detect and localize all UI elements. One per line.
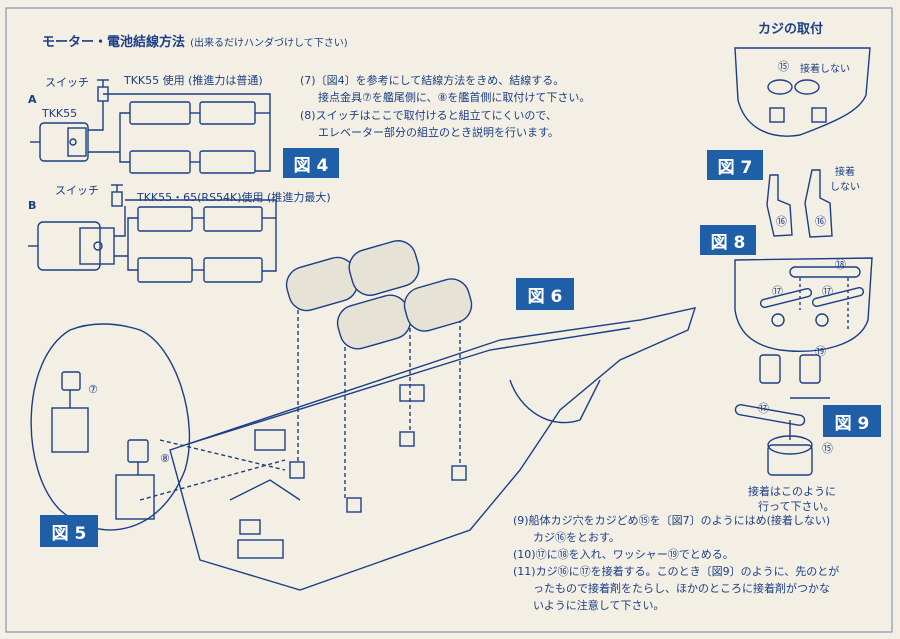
fig8-rudders: [766, 169, 833, 238]
part-16-marker-b: ⑯: [815, 215, 826, 228]
switch-b: [111, 191, 123, 207]
motor-b: [37, 221, 101, 271]
wiring-b-switch-label: スイッチ: [55, 184, 99, 197]
glue-note-line2: 行って下さい。: [758, 500, 835, 513]
part-15-marker-fig7: ⑮: [778, 60, 789, 73]
part-17-marker-fig9: ⑰: [758, 402, 769, 415]
page-border: [5, 7, 893, 633]
instruction-7-line1: (7)〔図4〕を参考にして結線方法をきめ、結線する。: [300, 74, 565, 87]
fig8-label: 図 8: [700, 225, 756, 255]
rudder-linkage-assembly: [734, 257, 873, 384]
fig9-detail: [734, 397, 830, 476]
section-title-note: (出来るだけハンダづけして下さい): [190, 38, 348, 49]
wiring-a-letter: A: [28, 93, 37, 106]
fig5-label: 図 5: [40, 515, 98, 547]
part-8-marker: ⑧: [160, 452, 170, 465]
wiring-a-switch-label: スイッチ: [45, 76, 89, 89]
wiring-a-motor-label: TKK55: [42, 107, 78, 120]
contact-7: [61, 371, 81, 391]
fig5-inset: [30, 323, 286, 531]
part-7-marker: ⑦: [88, 383, 98, 396]
wiring-a-usage: TKK55 使用 (推進力は普通): [124, 74, 263, 87]
fig4-label: 図 4: [283, 148, 339, 178]
fig6-batteries: [285, 240, 473, 350]
wiring-diagram-a: [30, 79, 271, 174]
instruction-11-line1: (11)カジ⑯に⑰を接着する。このとき〔図9〕のように、先のとが: [513, 565, 840, 578]
part-15-marker-fig9: ⑮: [822, 442, 833, 455]
instruction-8-line2: エレベーター部分の組立のとき説明を行います。: [318, 126, 559, 139]
contact-7-box: [51, 407, 89, 453]
contact-8-box: [115, 474, 155, 520]
fig7-rudder-mount: [734, 47, 871, 137]
instruction-9-line2: カジ⑯をとおす。: [533, 531, 620, 544]
fig8-no-glue-2: しない: [830, 182, 860, 193]
wiring-diagram-b: [28, 184, 277, 283]
instruction-11-line2: ったもので接着剤をたらし、ほかのところに接着剤がつかな: [533, 582, 830, 595]
part-16-marker-a: ⑯: [776, 215, 787, 228]
instruction-10: (10)⑰に⑱を入れ、ワッシャー⑲でとめる。: [513, 548, 734, 561]
fig7-label: 図 7: [707, 150, 763, 180]
wiring-b-letter: B: [28, 199, 37, 212]
part-19-marker: ⑲: [815, 345, 826, 358]
instruction-8-line1: (8)スイッチはここで取付けると組立てにくいので、: [300, 109, 557, 122]
instruction-11-line3: いように注意して下さい。: [533, 599, 665, 612]
section-title: モーター・電池結線方法 (出来るだけハンダづけして下さい): [42, 31, 348, 50]
fig9-label: 図 9: [823, 405, 881, 437]
glue-note-line1: 接着はこのように: [748, 485, 836, 498]
instruction-7-line2: 接点金具⑦を艦尾側に、⑧を艦首側に取付けて下さい。: [318, 91, 591, 104]
contact-8: [127, 439, 149, 463]
part-18-marker: ⑱: [835, 258, 846, 271]
instruction-9-line1: (9)船体カジ穴をカジどめ⑮を〔図7〕のようにはめ(接着しない): [513, 514, 831, 527]
section-title-main: モーター・電池結線方法: [42, 35, 186, 50]
rudder-title: カジの取付: [758, 22, 824, 37]
wiring-b-usage: TKK55・65(RS54K)使用 (推進力最大): [137, 191, 331, 204]
fig6-label: 図 6: [516, 278, 574, 310]
part-17-marker-b: ⑰: [822, 285, 833, 298]
part-17-marker-a: ⑰: [772, 285, 783, 298]
fig7-no-glue: 接着しない: [800, 64, 850, 75]
fig8-no-glue-1: 接着: [835, 167, 855, 178]
